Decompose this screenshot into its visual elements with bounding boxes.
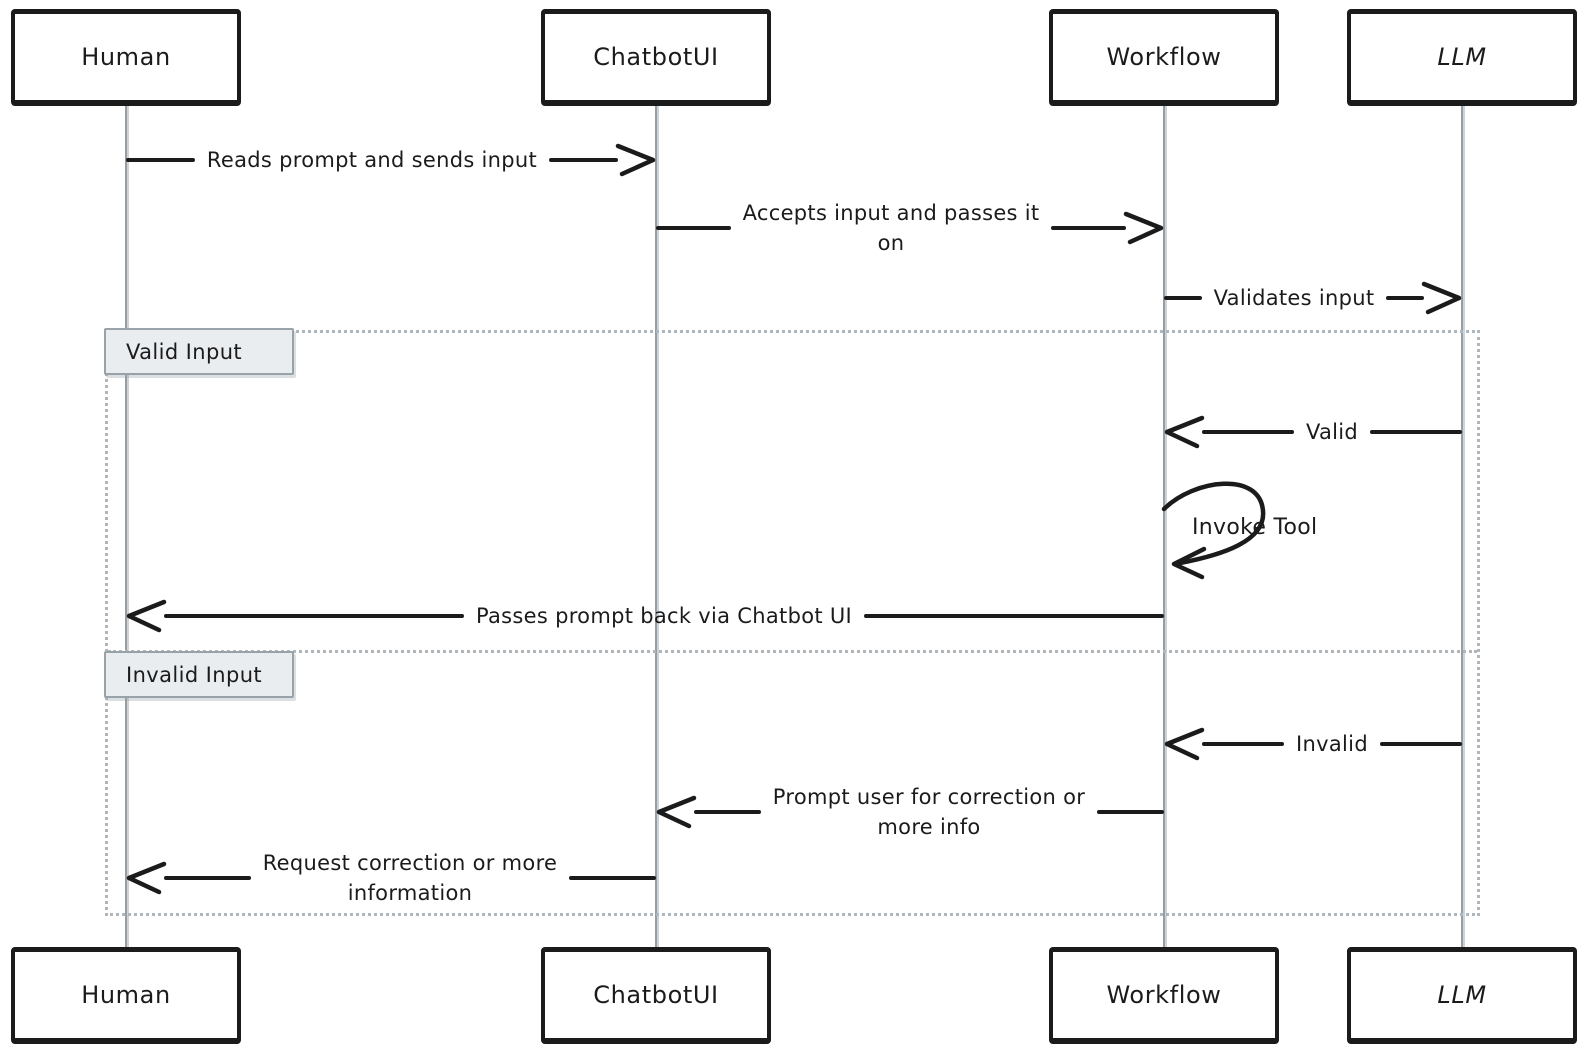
actor-box-llm-top: LLM — [1347, 9, 1577, 106]
lifeline-workflow — [1163, 106, 1165, 947]
arrow-line — [1386, 296, 1425, 300]
arrowhead-left-icon — [126, 861, 170, 895]
arrow-line — [1051, 226, 1127, 230]
arrow-line — [549, 158, 618, 162]
alt-section-label-invalid-input: Invalid Input — [104, 651, 294, 698]
alt-frame — [105, 330, 1480, 916]
message-label: Invalid — [1296, 731, 1368, 756]
arrow-line — [164, 614, 464, 618]
alt-section-label-valid-input: Valid Input — [104, 328, 294, 375]
actor-label: Human — [81, 981, 171, 1009]
actor-label: LLM — [1437, 43, 1487, 71]
message-label: Validates input — [1213, 285, 1375, 310]
section-label-text: Invalid Input — [126, 662, 263, 687]
lifeline-human — [125, 106, 127, 947]
message-request-correction: Request correction or more information — [126, 847, 656, 909]
arrow-line — [694, 810, 761, 814]
arrowhead-right-icon — [1120, 211, 1164, 245]
arrow-line — [126, 158, 195, 162]
arrowhead-left-icon — [656, 795, 700, 829]
arrow-line — [1202, 742, 1285, 746]
lifeline-chatbotui — [655, 106, 657, 947]
message-valid: Valid — [1164, 415, 1463, 449]
arrow-line — [1164, 296, 1202, 300]
arrow-line — [656, 226, 731, 230]
message-accepts-input: Accepts input and passes it on — [656, 197, 1164, 259]
message-passes-prompt-back: Passes prompt back via Chatbot UI — [126, 599, 1165, 633]
arrowhead-right-icon — [1418, 281, 1462, 315]
arrowhead-left-icon — [1164, 415, 1208, 449]
arrow-line — [1370, 430, 1463, 434]
actor-label: Human — [81, 43, 171, 71]
section-label-text: Valid Input — [126, 339, 243, 364]
actor-label: LLM — [1437, 981, 1487, 1009]
alt-frame-divider — [108, 650, 1477, 653]
actor-label: Workflow — [1106, 43, 1222, 71]
message-invalid: Invalid — [1164, 727, 1462, 761]
self-message-invoke-tool: Invoke Tool — [1160, 477, 1420, 583]
message-label: Request correction or more information — [262, 850, 558, 905]
self-loop-arrow-icon — [1161, 481, 1266, 580]
actor-label: ChatbotUI — [593, 981, 719, 1009]
actor-label: Workflow — [1106, 981, 1222, 1009]
actor-box-workflow-top: Workflow — [1049, 9, 1279, 106]
message-prompt-user-correction: Prompt user for correction or more info — [656, 781, 1165, 843]
arrow-line — [164, 876, 251, 880]
actor-box-chatbotui-bottom: ChatbotUI — [541, 947, 771, 1044]
arrow-line — [1202, 430, 1294, 434]
actor-box-chatbotui-top: ChatbotUI — [541, 9, 771, 106]
arrow-line — [569, 876, 656, 880]
message-label: Passes prompt back via Chatbot UI — [475, 603, 853, 628]
arrow-line — [864, 614, 1165, 618]
actor-box-workflow-bottom: Workflow — [1049, 947, 1279, 1044]
arrow-line — [1379, 742, 1462, 746]
message-label: Accepts input and passes it on — [742, 200, 1040, 255]
actor-box-llm-bottom: LLM — [1347, 947, 1577, 1044]
message-validates-input: Validates input — [1164, 281, 1462, 315]
actor-box-human-top: Human — [11, 9, 241, 106]
lifeline-llm — [1461, 106, 1463, 947]
arrowhead-left-icon — [1164, 727, 1208, 761]
arrowhead-left-icon — [126, 599, 170, 633]
actor-label: ChatbotUI — [593, 43, 719, 71]
arrowhead-right-icon — [612, 143, 656, 177]
arrow-line — [1097, 810, 1165, 814]
message-label: Reads prompt and sends input — [206, 147, 538, 172]
message-label: Prompt user for correction or more info — [772, 784, 1086, 839]
message-label: Valid — [1305, 419, 1359, 444]
message-label: Invoke Tool — [1192, 515, 1318, 540]
message-reads-prompt: Reads prompt and sends input — [126, 143, 656, 177]
actor-box-human-bottom: Human — [11, 947, 241, 1044]
